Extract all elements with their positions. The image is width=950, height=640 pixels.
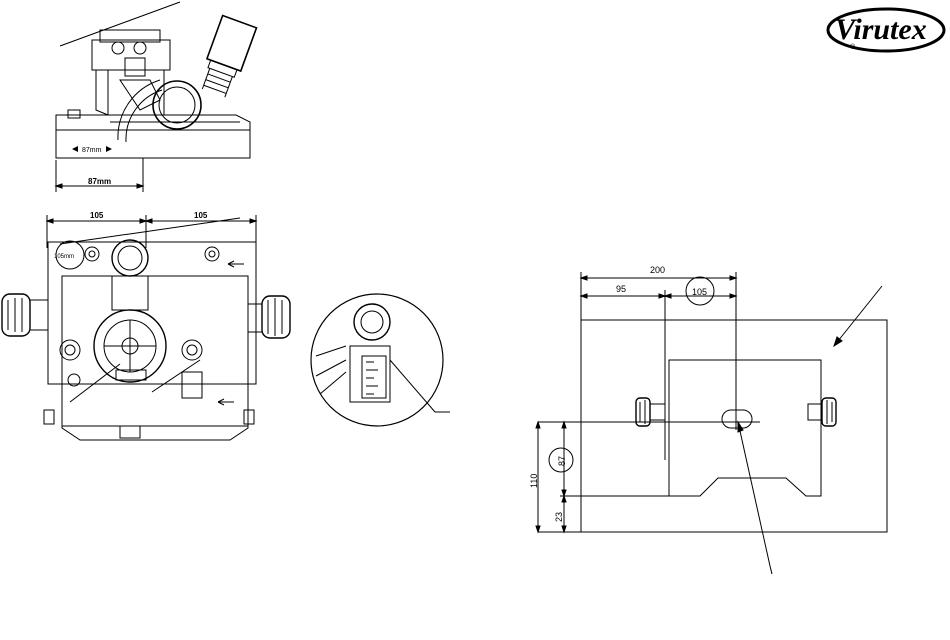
top-plate-label: 105mm [54,254,74,260]
top-dim-left: 105 [90,211,104,220]
registered-mark: ® [850,43,856,51]
top-view-drawing [2,215,290,440]
layout-dim-bottom: 23 [554,512,564,522]
logo-wordmark: Virutex [835,13,927,46]
virutex-logo: Virutex ® [828,9,944,51]
layout-dim-left: 95 [616,284,626,294]
detail-magnified-view [311,294,450,426]
layout-dim-total: 200 [650,265,665,275]
layout-dim-height: 110 [529,474,539,488]
layout-diagram [536,272,887,574]
top-dim-right: 105 [194,211,208,220]
layout-dim-right: 105 [692,287,707,297]
side-view-drawing [56,2,256,192]
layout-dim-offset: 87 [557,456,567,466]
side-width-dimension: 87mm [88,177,111,186]
side-plate-label: 87mm [82,147,102,154]
